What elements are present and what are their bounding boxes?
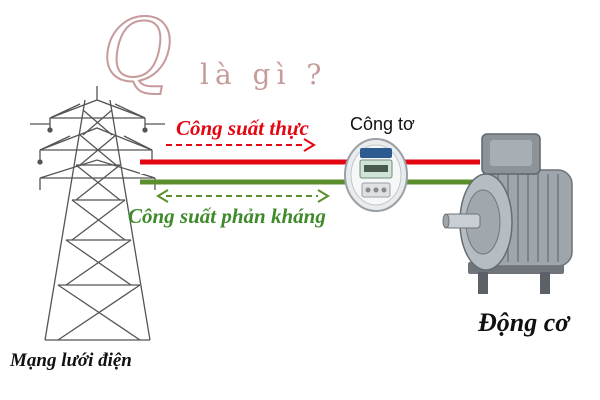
active-power-arrow bbox=[166, 138, 316, 152]
electric-meter-icon bbox=[344, 138, 408, 212]
meter-label: Công tơ bbox=[350, 114, 415, 134]
electric-motor-icon bbox=[442, 133, 573, 294]
reactive-power-label: Công suất phản kháng bbox=[128, 204, 326, 228]
power-tower-icon bbox=[30, 86, 165, 341]
reactive-power-arrow bbox=[156, 189, 330, 203]
title-question: là gì ? bbox=[200, 58, 328, 91]
motor-label: Động cơ bbox=[478, 308, 570, 337]
title-q-letter: Q bbox=[101, 1, 174, 101]
grid-label: Mạng lưới điện bbox=[10, 350, 132, 371]
active-power-label: Công suất thực bbox=[176, 116, 309, 140]
